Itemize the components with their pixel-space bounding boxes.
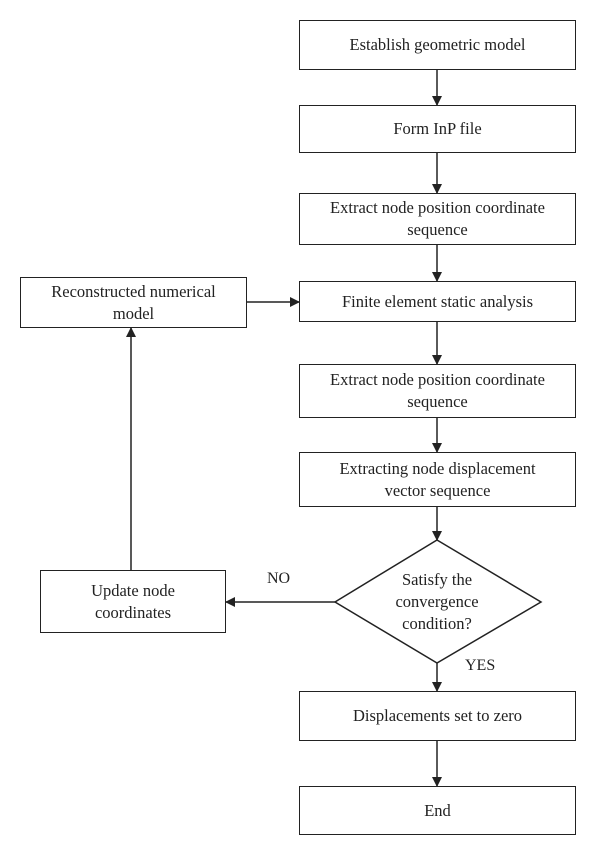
decision-line1: Satisfy the [401, 570, 473, 589]
extract-displacement-box: Extracting node displacement vector sequ… [299, 452, 576, 507]
end-label: End [424, 800, 451, 820]
establish-geometric-model-box: Establish geometric model [299, 20, 576, 70]
extract1-line1: Extract node position coordinate [330, 198, 545, 217]
update-line1: Update node [91, 580, 175, 600]
reconstructed-line1: Reconstructed numerical [51, 281, 216, 301]
finite-element-analysis-box: Finite element static analysis [299, 281, 576, 322]
update-line2: coordinates [94, 602, 172, 622]
yes-branch-label: YES [465, 657, 496, 674]
extract2-line2: sequence [407, 392, 468, 411]
establish-label: Establish geometric model [349, 35, 526, 54]
reconstructed-model-box: Reconstructed numerical model [20, 277, 247, 328]
zero-label: Displacements set to zero [352, 706, 523, 725]
decision-line3: condition? [402, 614, 472, 633]
extract1-line2: sequence [407, 220, 468, 239]
form-inp-file-box: Form InP file [299, 105, 576, 153]
fe-analysis-label: Finite element static analysis [341, 291, 534, 311]
reconstructed-line2: model [112, 303, 155, 323]
displacement-line2: vector sequence [384, 480, 491, 500]
extract-node-position-box-2: Extract node position coordinate sequenc… [299, 364, 576, 418]
form-inp-label: Form InP file [393, 119, 482, 138]
decision-text: Satisfy the convergence condition? [357, 569, 517, 635]
extract2-line1: Extract node position coordinate [330, 370, 545, 389]
decision-line2: convergence [395, 592, 479, 611]
update-node-coordinates-box: Update node coordinates [40, 570, 226, 633]
end-box: End [299, 786, 576, 835]
displacement-line1: Extracting node displacement [339, 458, 536, 478]
convergence-decision-diamond [333, 539, 543, 664]
displacements-zero-box: Displacements set to zero [299, 691, 576, 741]
extract-node-position-box: Extract node position coordinate sequenc… [299, 193, 576, 245]
no-branch-label: NO [267, 570, 291, 587]
